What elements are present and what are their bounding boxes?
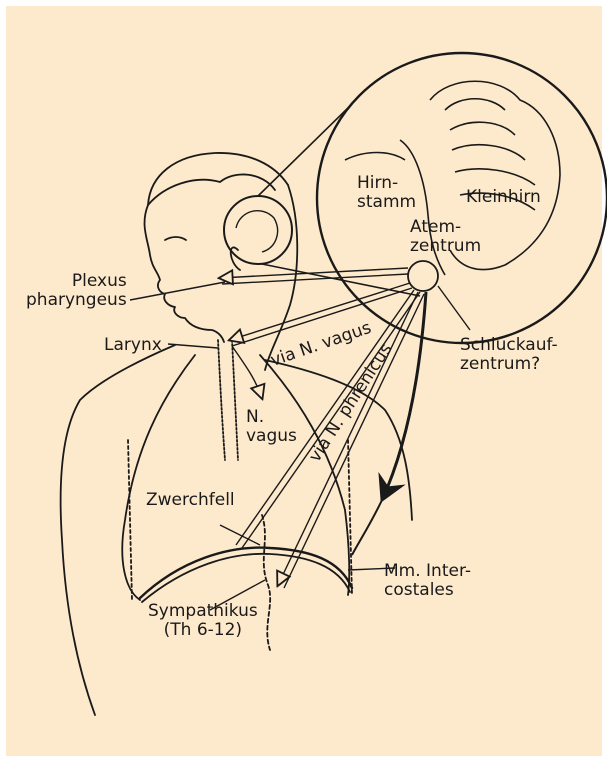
label-schluckaufzentrum: Schluckauf- zentrum? xyxy=(460,336,558,374)
label-atemzentrum: Atem- zentrum xyxy=(410,218,481,256)
label-plexus-pharyngeus: Plexus pharyngeus xyxy=(26,272,127,310)
label-n-vagus: N. vagus xyxy=(246,408,297,446)
label-sympathikus: Sympathikus (Th 6-12) xyxy=(148,602,258,640)
atemzentrum-node xyxy=(408,261,438,291)
label-larynx: Larynx xyxy=(104,336,162,355)
background-panel xyxy=(6,6,602,756)
label-kleinhirn: Kleinhirn xyxy=(466,188,541,207)
label-zwerchfell: Zwerchfell xyxy=(146,491,235,510)
label-hirnstamm: Hirn- stamm xyxy=(357,174,416,212)
label-mm-intercostales: Mm. Inter- costales xyxy=(384,562,471,600)
